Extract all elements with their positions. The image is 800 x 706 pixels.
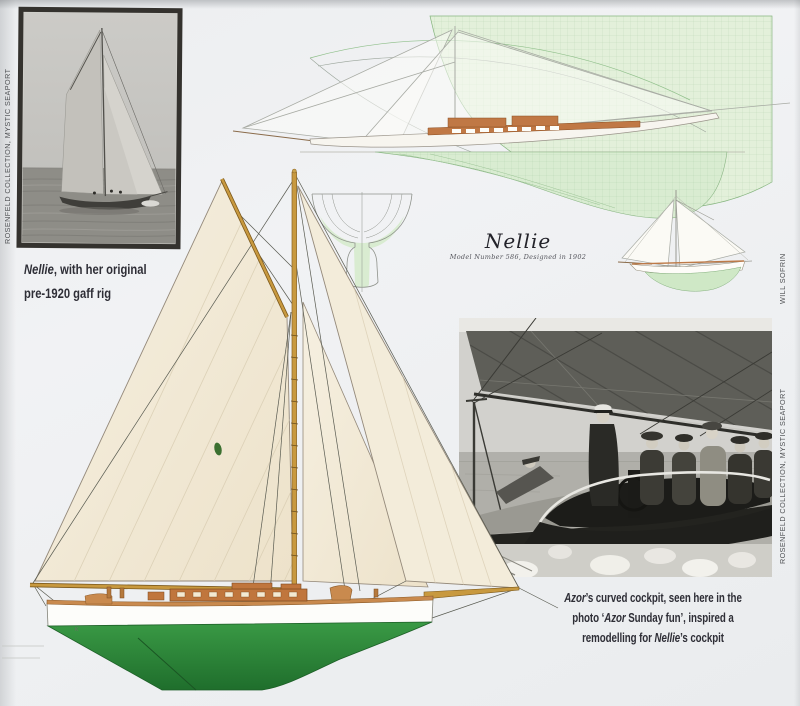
caption-azor-part-4: Nellie <box>654 630 681 645</box>
small-sailplan <box>617 190 753 292</box>
page-right-shadow <box>794 0 800 706</box>
caption-azor-part-2: Azor <box>604 610 626 625</box>
profile-hull <box>232 112 745 219</box>
illustration-nellie: K <box>2 168 559 691</box>
technical-drawing <box>232 15 791 292</box>
photo-gaff-rig <box>15 5 185 252</box>
waterline-marks <box>2 645 44 659</box>
credit-right-bottom: ROSENFELD COLLECTION, MYSTIC SEAPORT <box>778 388 787 564</box>
sailplan-sketch <box>241 26 791 147</box>
photo-rigging <box>465 318 772 529</box>
page-left-shadow <box>0 0 16 706</box>
caption-azor-part-0: Azor <box>564 591 586 605</box>
cockpit-coaming <box>329 585 353 601</box>
mast <box>291 171 297 595</box>
svg-text:K: K <box>75 627 79 633</box>
drawing-subtitle: Model Number 586, Designed in 1902 <box>449 253 587 261</box>
photo-mainsail <box>61 29 104 195</box>
caption-gaff-rig: Nellie, with her original pre-1920 gaff … <box>24 257 155 305</box>
caption-azor-part-5: ’s cockpit <box>680 630 724 645</box>
photo-passengers <box>496 404 772 506</box>
photo-coaming <box>538 470 771 523</box>
hull: K <box>46 582 434 691</box>
page-top-shadow <box>0 0 800 9</box>
photo-gaff-rig-image <box>22 12 178 244</box>
body-plan <box>311 192 413 292</box>
caption-azor: Azor’s curved cockpit, seen here in the … <box>553 589 753 648</box>
photo-hull <box>59 195 152 210</box>
bulwark <box>46 595 434 607</box>
drawing-title: Nellie <box>484 229 552 253</box>
gaff <box>220 178 289 318</box>
caption-gaff-rig-text: , with her original pre-1920 gaff rig <box>24 261 147 302</box>
caption-boat-name: Nellie <box>24 261 54 277</box>
cabin-trunk <box>169 588 308 602</box>
green-emblem <box>214 442 222 456</box>
credit-right-top: WILL SOFRIN <box>778 253 787 304</box>
hull-underbody <box>46 621 433 691</box>
caption-azor-part-1: ’s curved cockpit, seen here in the phot… <box>572 591 742 625</box>
caption-azor-part-3: Sunday fun’, inspired a remodelling for <box>582 610 734 645</box>
